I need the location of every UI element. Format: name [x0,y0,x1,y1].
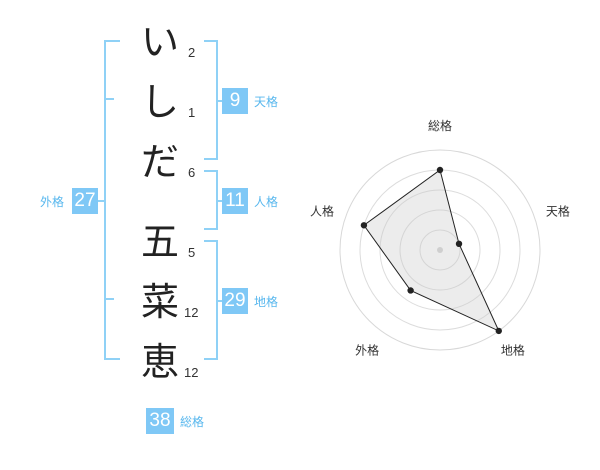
radar-ring [379,189,501,311]
soukaku-label: 総格 [180,415,205,429]
stroke-count-3: 6 [188,165,196,180]
radar-ring [399,209,481,291]
radar-ring [419,229,461,271]
bracket-tick [104,298,114,300]
radar-axis-label-5: 人格 [310,204,334,219]
radar-axis-label-4: 外格 [355,342,379,357]
radar-series-polygon [363,169,500,332]
gaikaku-label: 外格 [40,195,65,209]
radar-point-2 [455,240,463,248]
gaikaku-bracket [104,40,120,360]
name-char-2: し [140,80,179,124]
tenkaku-label: 天格 [254,95,279,109]
radar-point-1 [436,166,444,174]
stroke-count-6: 12 [184,365,199,380]
stroke-count-1: 2 [188,45,196,60]
bracket-connector [96,200,106,202]
jinkaku-value: 11 [222,188,248,214]
name-char-5: 菜 [140,280,179,324]
gaikaku-value: 27 [72,188,98,214]
radar-axis-label-3: 地格 [501,342,525,357]
stroke-count-4: 5 [188,245,196,260]
stroke-count-5: 12 [184,305,199,320]
radar-point-3 [495,327,502,335]
radar-point-4 [407,287,414,294]
bracket-connector [216,100,222,102]
soukaku-value: 38 [146,408,174,434]
name-char-3: だ [140,140,179,184]
jinkaku-label: 人格 [254,195,279,209]
chikaku-value: 29 [222,288,248,314]
bracket-tick [104,98,114,100]
radar-point-5 [360,222,368,229]
tenkaku-value: 9 [222,88,248,114]
stroke-count-2: 1 [188,105,196,120]
name-char-1: い [140,20,179,64]
chikaku-label: 地格 [254,295,279,309]
bracket-connector [216,200,222,202]
bracket-connector [216,300,222,302]
name-char-6: 恵 [140,340,179,384]
radar-axis-label-1: 総格 [428,118,452,133]
name-char-4: 五 [140,220,179,264]
radar-axis-label-2: 天格 [546,204,570,219]
radar-center [437,247,443,253]
